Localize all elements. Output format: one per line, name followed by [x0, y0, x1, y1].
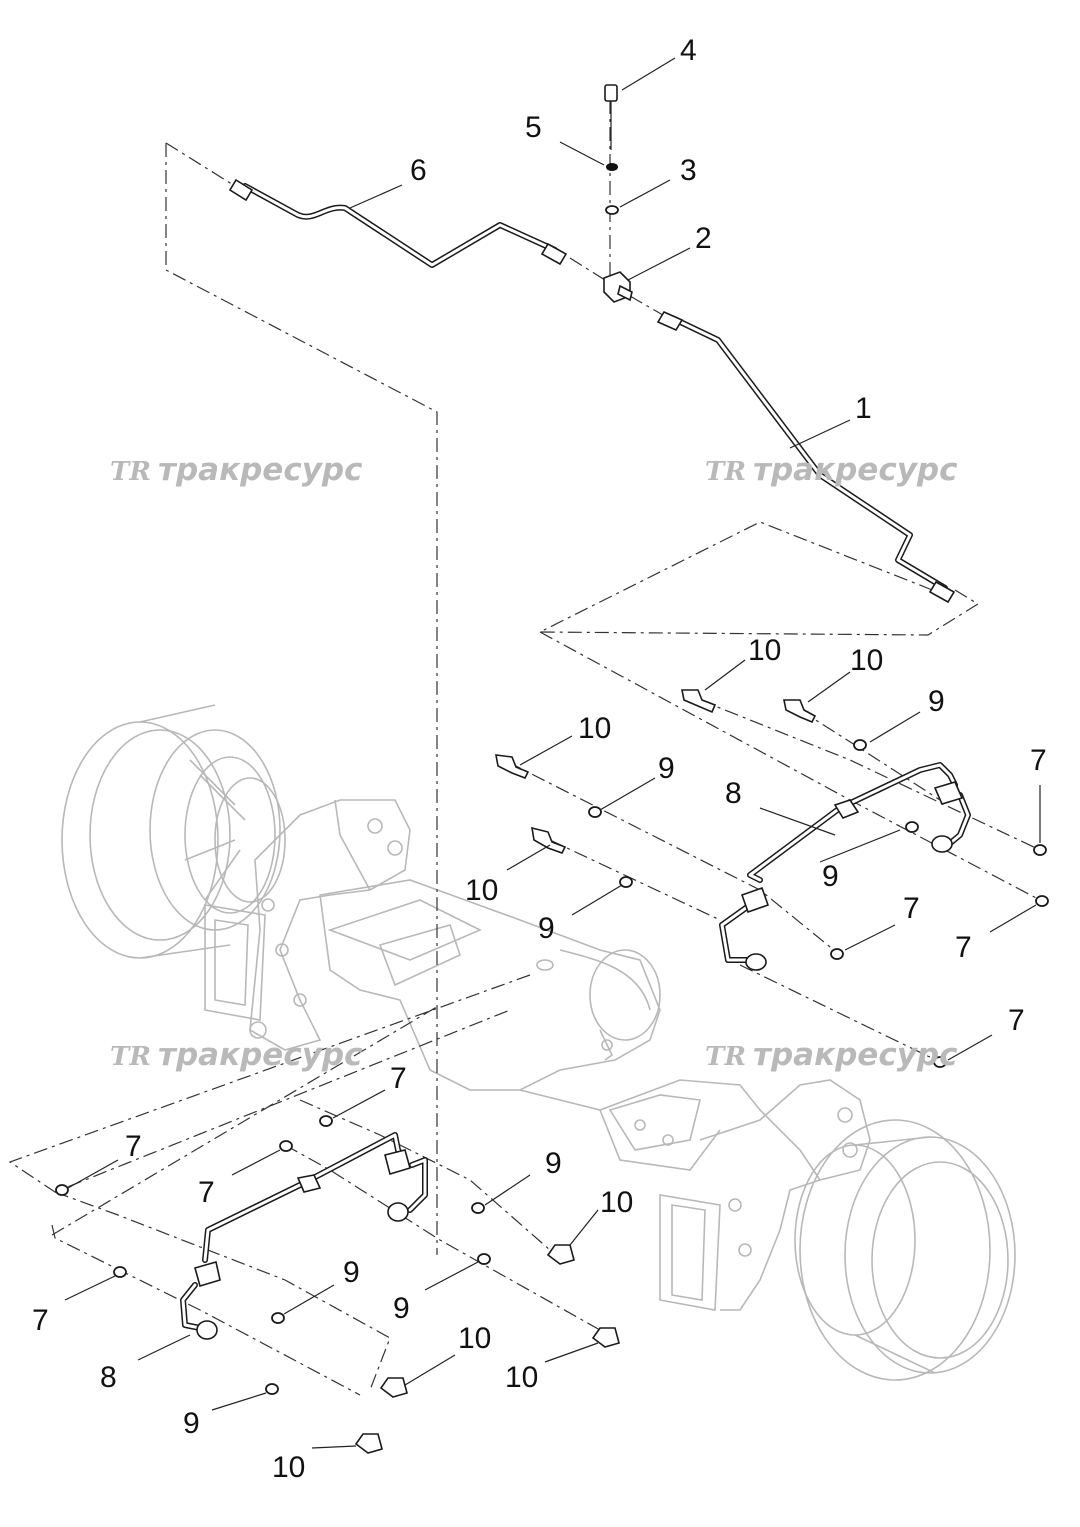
brake-pipe-8-lower [180, 1132, 428, 1340]
callout-10-d: 10 [465, 874, 498, 907]
washer-7-ur4 [933, 1056, 947, 1068]
washer-3 [605, 205, 619, 215]
bolt-4 [604, 84, 618, 150]
callout-9-e: 9 [545, 1147, 562, 1180]
callout-9-c: 9 [822, 860, 839, 893]
washer-9-ll3 [271, 1312, 285, 1324]
banjo-bolt-10-ur3 [495, 754, 530, 780]
callout-10-b: 10 [850, 644, 883, 677]
svg-text:тракресурс: тракресурс [158, 1037, 363, 1073]
svg-text:TR: TR [705, 457, 746, 487]
callout-9-d: 9 [538, 912, 555, 945]
svg-text:TR: TR [110, 457, 151, 487]
callout-7-a: 7 [1030, 744, 1047, 777]
callout-7-g: 7 [198, 1176, 215, 1209]
callout-9-g: 9 [393, 1292, 410, 1325]
banjo-bolt-10-ur1 [681, 689, 717, 714]
watermark-bottom-left: TR тракресурс [110, 1037, 363, 1073]
banjo-bolt-10-ll1 [546, 1244, 575, 1265]
callout-10-c: 10 [578, 712, 611, 745]
callout-5: 5 [525, 111, 542, 144]
washer-7-ll4 [113, 1266, 127, 1278]
washer-7-ll2 [279, 1140, 293, 1152]
callout-2: 2 [695, 222, 712, 255]
callout-7-b: 7 [903, 892, 920, 925]
callout-1: 1 [855, 392, 872, 425]
callout-10-g: 10 [505, 1361, 538, 1394]
watermark-top-right: TR тракресурс [705, 452, 958, 488]
washer-9-ll2 [477, 1253, 491, 1265]
watermark-bottom-right: TR тракресурс [705, 1037, 958, 1073]
callout-10-e: 10 [600, 1186, 633, 1219]
svg-text:тракресурс: тракресурс [158, 452, 363, 488]
washer-7-ur1 [1033, 844, 1047, 856]
svg-text:TR: TR [705, 1042, 746, 1072]
callout-10-f: 10 [458, 1322, 491, 1355]
callout-9-h: 9 [183, 1407, 200, 1440]
callout-7-e: 7 [390, 1062, 407, 1095]
callout-labels: 4 5 3 6 2 1 10 10 9 10 9 7 8 9 10 7 9 7 … [32, 34, 1047, 1484]
callout-7-d: 7 [1008, 1004, 1025, 1037]
washer-9-ur1 [853, 739, 867, 751]
washer-9-ll1 [471, 1202, 485, 1214]
brake-pipe-8-upper [719, 762, 971, 971]
axle-assembly-ghost [61, 704, 1016, 1381]
leader-lines [64, 57, 1041, 1449]
callout-7-f: 7 [125, 1130, 142, 1163]
banjo-bolt-10-ll2 [591, 1327, 620, 1348]
washer-9-ll4 [265, 1383, 279, 1395]
tee-fitting-2 [603, 271, 633, 303]
washer-5 [606, 163, 618, 171]
banjo-bolt-10-ur4 [531, 826, 567, 854]
banjo-bolt-10-ll4 [354, 1433, 383, 1454]
washer-7-ur3 [830, 948, 844, 960]
callout-3: 3 [680, 154, 697, 187]
callout-10-a: 10 [748, 634, 781, 667]
washer-9-ur3 [905, 821, 919, 833]
callout-4: 4 [680, 34, 697, 67]
svg-text:тракресурс: тракресурс [753, 1037, 958, 1073]
washer-7-ur2 [1035, 895, 1049, 907]
brake-pipe-6 [228, 178, 568, 268]
watermark-top-left: TR тракресурс [110, 452, 363, 488]
svg-text:TR: TR [110, 1042, 151, 1072]
callout-7-c: 7 [955, 931, 972, 964]
callout-8-b: 8 [100, 1361, 117, 1394]
washer-9-ur4 [619, 876, 633, 888]
callout-9-a: 9 [928, 685, 945, 718]
washer-7-ll3 [55, 1184, 69, 1196]
callout-10-h: 10 [272, 1451, 305, 1484]
washer-7-ll1 [319, 1115, 333, 1127]
callout-9-b: 9 [658, 752, 675, 785]
callout-6: 6 [410, 154, 427, 187]
callout-9-f: 9 [343, 1256, 360, 1289]
callout-8-a: 8 [725, 777, 742, 810]
callout-7-h: 7 [32, 1304, 49, 1337]
svg-text:тракресурс: тракресурс [753, 452, 958, 488]
brake-pipe-1 [656, 310, 956, 604]
washer-9-ur2 [588, 806, 602, 818]
banjo-bolt-10-ur2 [783, 699, 817, 724]
banjo-bolt-10-ll3 [379, 1377, 408, 1398]
